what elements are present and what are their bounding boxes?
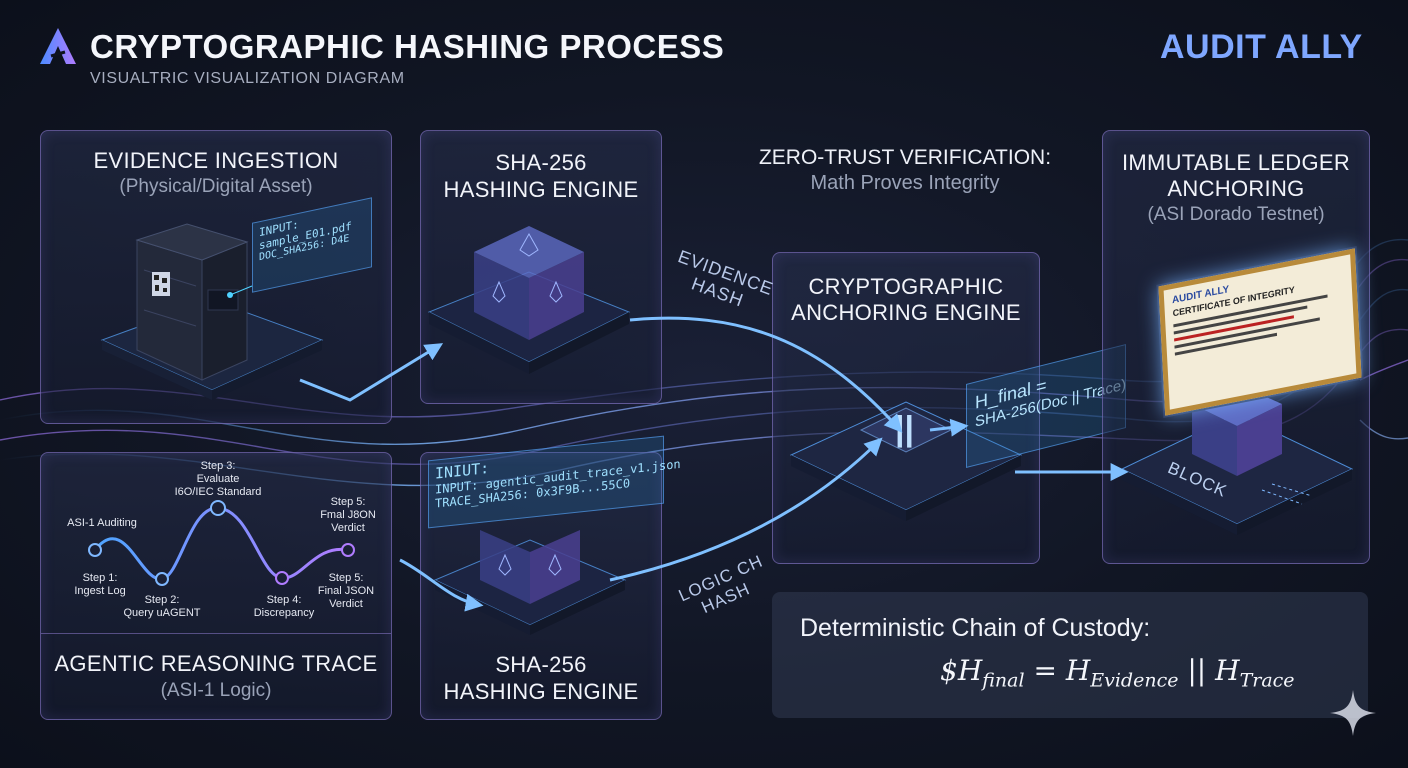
brand-name: AUDIT ALLY <box>1160 28 1363 66</box>
trace-step-4: Step 4: Discrepancy <box>242 594 326 620</box>
trace-step-5a-line3: Verdict <box>331 522 365 534</box>
sha256-bottom-title-line2: HASHING ENGINE <box>443 679 639 704</box>
formula-sub-evidence: Evidence <box>1090 669 1179 692</box>
trace-step-3: Step 3: Evaluate I6O/IEC Standard <box>168 460 268 499</box>
verification-title: ZERO-TRUST VERIFICATION: <box>758 146 1052 169</box>
arrow-hash-to-anchor <box>629 316 903 433</box>
cube-icon <box>427 226 631 374</box>
trace-step-5a-line2: Fmal J8ON <box>320 509 376 521</box>
arrow-op-to-formula <box>929 418 969 437</box>
custody-box: Deterministic Chain of Custody: $Hfinal … <box>772 592 1368 718</box>
sha256-top-title-line2: HASHING ENGINE <box>443 177 639 202</box>
trace-curve <box>88 500 355 586</box>
trace-step-asi1-line1: ASI-1 Auditing <box>67 517 137 529</box>
trace-step-5b-line2: Final JSON <box>317 585 375 597</box>
trace-step-5b-line1: Step 5: <box>328 572 364 584</box>
page-subtitle: VISUALTRIC VISUALIZATION DIAGRAM <box>90 70 405 87</box>
trace-step-asi1: ASI-1 Auditing <box>60 517 144 530</box>
trace-step-5a: Step 5: Fmal J8ON Verdict <box>308 496 388 535</box>
evidence-subtitle: (Physical/Digital Asset) <box>119 176 313 197</box>
trace-step-3-line3: I6O/IEC Standard <box>174 486 262 498</box>
trace-title: AGENTIC REASONING TRACE <box>54 651 378 676</box>
trace-node-step2 <box>155 572 169 586</box>
ledger-title-line1: IMMUTABLE LEDGER <box>1121 150 1351 175</box>
trace-node-step3 <box>210 500 226 516</box>
anchoring-title-line2: ANCHORING ENGINE <box>791 300 1021 325</box>
agentic-trace-panel: AGENTIC REASONING TRACE (ASI-1 Logic) <box>40 452 392 720</box>
arrow-trace-to-hash <box>399 558 484 612</box>
formula-sub-final: final <box>982 669 1025 692</box>
trace-step-2-line1: Step 2: <box>144 594 180 606</box>
trace-step-2-line2: Query uAGENT <box>123 607 201 619</box>
sha256-bottom-title-line1: SHA-256 <box>495 652 587 677</box>
formula-prefix: $H <box>940 654 983 687</box>
formula-sep: || H <box>1187 654 1240 687</box>
trace-step-1: Step 1: Ingest Log <box>58 572 142 598</box>
ledger-subtitle: (ASI Dorado Testnet) <box>1147 204 1325 225</box>
custody-formula: $Hfinal = HEvidence || HTrace <box>940 654 1295 692</box>
custody-title: Deterministic Chain of Custody: <box>800 614 1151 642</box>
trace-step-3-line1: Step 3: <box>200 460 236 472</box>
formula-eq: = H <box>1033 654 1091 687</box>
sha256-top-title-line1: SHA-256 <box>495 150 587 175</box>
trace-node-step4 <box>275 571 289 585</box>
cube-icon-bottom <box>433 530 627 635</box>
formula-sub-trace: Trace <box>1239 669 1295 692</box>
evidence-title: EVIDENCE INGESTION <box>93 148 339 173</box>
trace-step-1-line1: Step 1: <box>82 572 118 584</box>
anchoring-title-line1: CRYPTOGRAPHIC <box>808 274 1004 299</box>
verification-subtitle: Math Proves Integrity <box>810 172 1000 194</box>
arrow-hashb-to-anchor <box>609 437 883 582</box>
trace-subtitle: (ASI-1 Logic) <box>160 680 272 701</box>
trace-node-asi1 <box>88 543 102 557</box>
trace-node-step5 <box>341 543 355 557</box>
trace-step-5a-line1: Step 5: <box>330 496 366 508</box>
trace-step-1-line2: Ingest Log <box>74 585 126 597</box>
server-icon <box>100 223 324 400</box>
trace-step-2: Step 2: Query uAGENT <box>120 594 204 620</box>
arrow-evidence-to-hash <box>299 343 444 402</box>
trace-step-3-line2: Evaluate <box>196 473 240 485</box>
sparkle-icon <box>1330 690 1376 736</box>
qr-code-icon <box>152 272 170 296</box>
logo-a-icon <box>40 28 76 64</box>
ledger-title-line2: ANCHORING <box>1167 176 1305 201</box>
trace-step-4-line2: Discrepancy <box>253 607 315 619</box>
trace-divider <box>41 633 391 634</box>
page-title: CRYPTOGRAPHIC HASHING PROCESS <box>90 28 725 65</box>
trace-step-5b: Step 5: Final JSON Verdict <box>306 572 386 611</box>
ethereum-icon <box>492 232 563 303</box>
trace-step-4-line1: Step 4: <box>266 594 302 606</box>
trace-step-5b-line3: Verdict <box>329 598 363 610</box>
